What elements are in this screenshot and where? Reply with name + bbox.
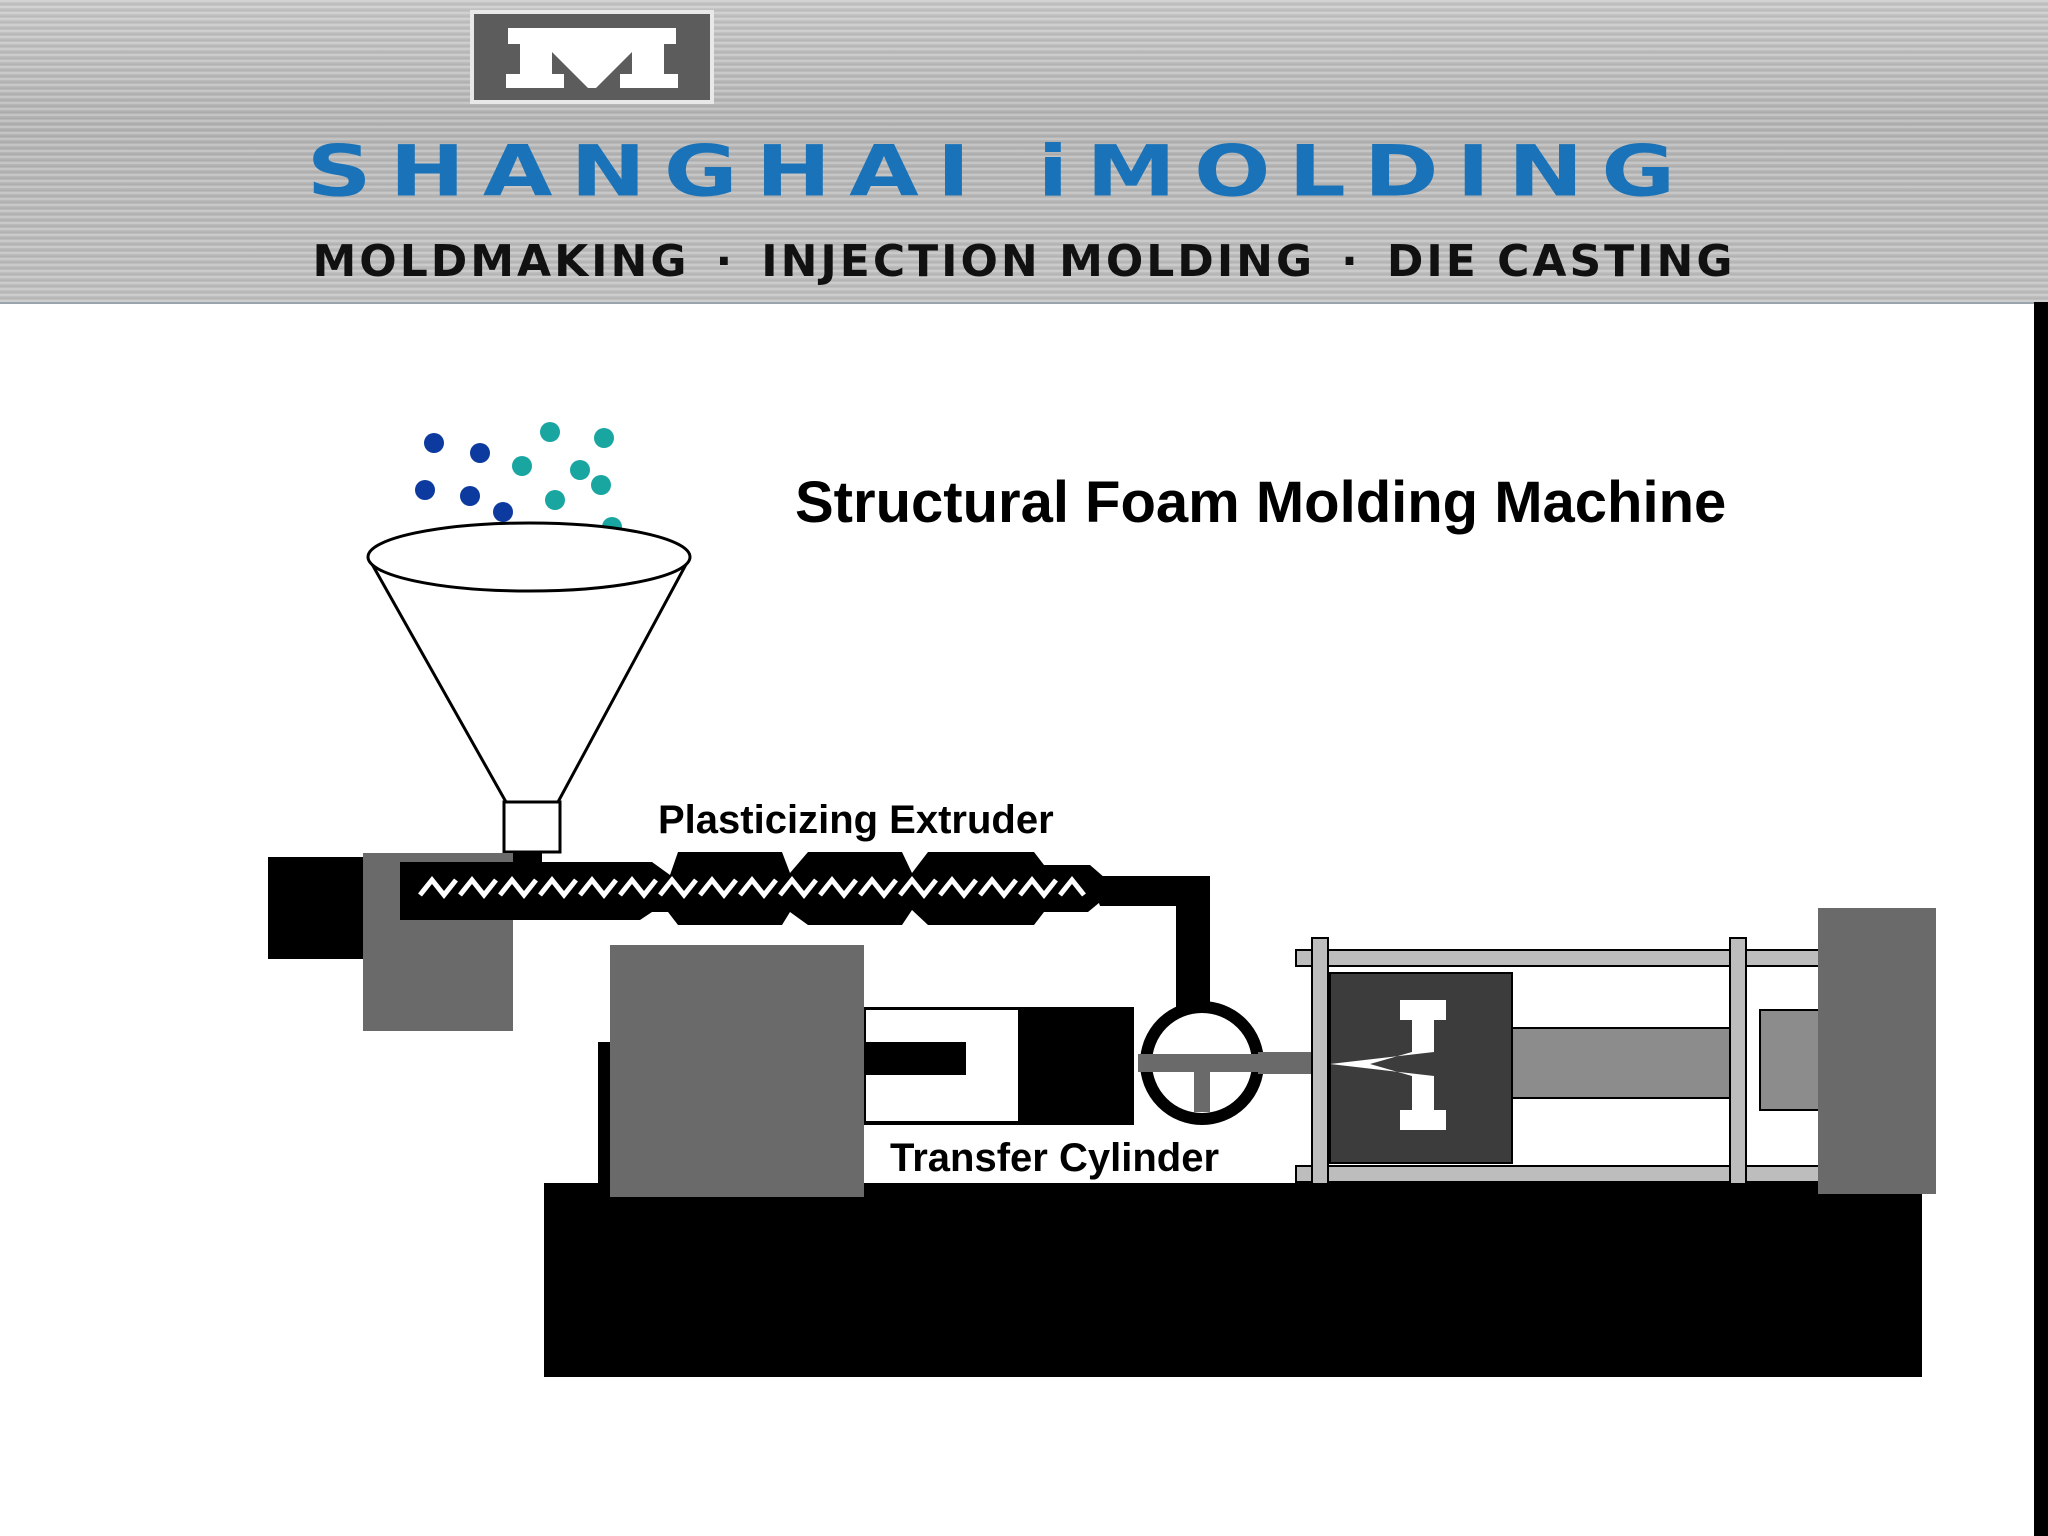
pellet <box>591 475 611 495</box>
service-moldmaking: MOLDMAKING <box>312 236 690 287</box>
pellet <box>470 443 490 463</box>
clamp-unit <box>1295 908 1936 1194</box>
slide-edge-bar <box>2034 302 2048 1536</box>
pellet <box>493 502 513 522</box>
pellet <box>594 428 614 448</box>
moving-platen <box>1729 937 1747 1185</box>
injection-unit <box>598 945 1134 1197</box>
plastic-pellets <box>415 422 622 553</box>
diagram-title: Structural Foam Molding Machine <box>795 470 1726 535</box>
pellet <box>415 480 435 500</box>
company-header: SHANGHAI iMOLDING MOLDMAKING · INJECTION M… <box>0 0 2048 304</box>
service-injection-molding: INJECTION MOLDING <box>761 236 1316 287</box>
pellet <box>545 490 565 510</box>
ram-cylinder <box>1759 1009 1823 1111</box>
company-logo <box>470 10 714 104</box>
fixed-platen <box>1311 937 1329 1185</box>
molded-part <box>1330 1000 1446 1130</box>
services-tagline: MOLDMAKING · INJECTION MOLDING · DIE CASTING <box>0 232 2048 292</box>
transfer-cylinder-label: Transfer Cylinder <box>890 1136 1219 1180</box>
extruder-label: Plasticizing Extruder <box>658 798 1054 842</box>
clamp-ram <box>1511 1027 1731 1099</box>
service-die-casting: DIE CASTING <box>1386 236 1736 287</box>
pellet <box>540 422 560 442</box>
extruder-screw <box>418 875 1086 900</box>
company-name: SHANGHAI iMOLDING <box>306 130 1694 213</box>
plasticizing-extruder <box>268 852 1210 1034</box>
pellet <box>460 486 480 506</box>
m-logo-icon <box>506 28 678 88</box>
machine-base <box>544 1183 1922 1377</box>
pellet <box>512 456 532 476</box>
transfer-valve <box>1138 1001 1316 1125</box>
hopper <box>366 521 692 866</box>
rear-platen <box>1818 908 1936 1194</box>
pellet <box>570 460 590 480</box>
service-separator: · <box>1341 236 1361 287</box>
service-separator: · <box>715 236 736 287</box>
pellet <box>424 433 444 453</box>
